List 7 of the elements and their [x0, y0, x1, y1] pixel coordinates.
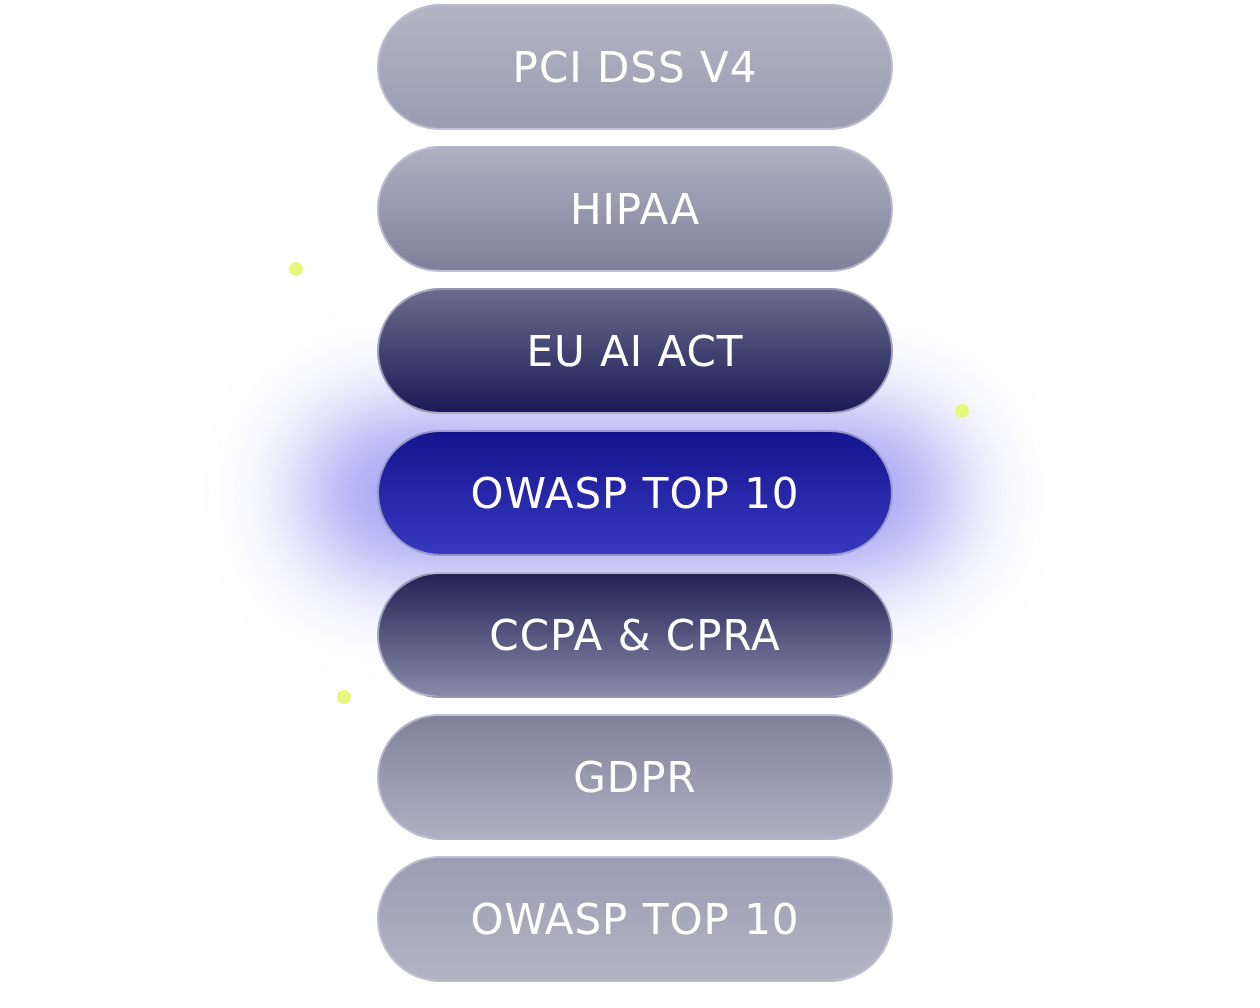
standard-name: PCI DSS V4 — [512, 42, 758, 92]
standard-name: OWASP TOP 10 — [470, 468, 800, 518]
standard-name: HIPAA — [569, 184, 701, 234]
standard-name: CCPA & CPRA — [489, 610, 781, 660]
standard-name: GDPR — [573, 752, 697, 802]
standard-name: EU AI ACT — [526, 326, 744, 376]
standard-name: OWASP TOP 10 — [470, 894, 800, 944]
